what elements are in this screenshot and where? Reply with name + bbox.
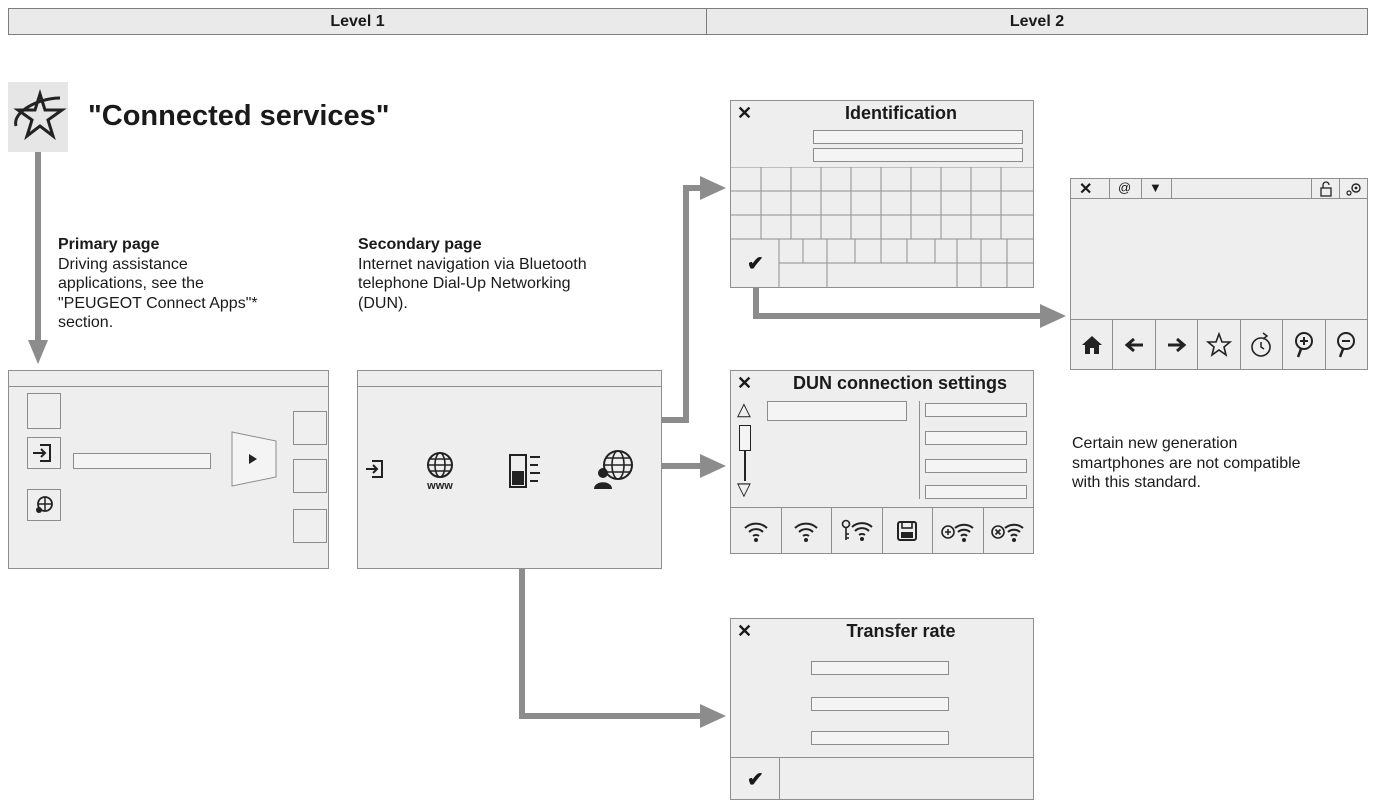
browser-toolbar-top: [1071, 179, 1367, 199]
primary-slot[interactable]: [293, 459, 327, 493]
toolbar-divider: [1171, 179, 1172, 199]
panel-top-bar: [358, 371, 661, 387]
wifi-key-icon[interactable]: [831, 508, 882, 553]
close-icon[interactable]: ✕: [1079, 181, 1093, 198]
browser-toolbar-bottom: [1071, 319, 1367, 369]
scroll-down-icon[interactable]: ▽: [737, 479, 751, 499]
dun-field[interactable]: [767, 401, 907, 421]
dun-field[interactable]: [925, 485, 1027, 499]
primary-line: section.: [58, 314, 114, 331]
identification-panel: ✕ Identification ✔: [730, 100, 1034, 288]
dun-title: DUN connection settings: [792, 373, 1007, 393]
play-icon[interactable]: [231, 431, 277, 487]
zoom-out-icon[interactable]: [1324, 320, 1367, 369]
www-globe-icon[interactable]: www: [420, 449, 460, 491]
identification-title: Identification: [845, 103, 957, 123]
transfer-footer-divider: [779, 757, 780, 799]
scroll-up-icon[interactable]: △: [737, 399, 751, 419]
primary-line: Driving assistance: [58, 255, 188, 273]
note-line: with this standard.: [1072, 474, 1201, 491]
dun-field[interactable]: [925, 431, 1027, 445]
transfer-field[interactable]: [811, 661, 949, 675]
arrowhead-identification: [700, 176, 726, 200]
wifi-icon[interactable]: [780, 508, 832, 553]
secondary-line: Internet navigation via Bluetooth: [358, 255, 587, 273]
primary-slot[interactable]: [293, 411, 327, 445]
primary-line: "PEUGEOT Connect Apps"*: [58, 294, 258, 312]
level-2-header: Level 2: [707, 8, 1368, 35]
settings-icon[interactable]: [1345, 181, 1363, 197]
note-line: Certain new generation: [1072, 435, 1238, 452]
secondary-page-panel: www: [357, 370, 662, 569]
arrow-identification-to-browser: [753, 284, 1040, 319]
exit-icon[interactable]: [362, 455, 390, 483]
globe-user-icon[interactable]: [27, 489, 61, 521]
toolbar-divider: [1141, 179, 1142, 199]
secondary-description: Secondary page Internet navigation via B…: [358, 235, 678, 313]
dropdown-icon[interactable]: ▼: [1149, 180, 1162, 195]
svg-text:www: www: [426, 480, 453, 491]
wifi-add-icon[interactable]: [932, 508, 983, 553]
primary-progress-field: [73, 453, 211, 469]
back-arrow-icon[interactable]: [1112, 320, 1154, 369]
scrollbar-line: [744, 451, 746, 481]
star-orbit-icon[interactable]: [8, 82, 68, 152]
transfer-field[interactable]: [811, 697, 949, 711]
secondary-line: telephone Dial-Up Networking: [358, 275, 571, 292]
check-icon[interactable]: ✔: [747, 253, 764, 275]
identification-field[interactable]: [813, 148, 1023, 162]
toolbar-divider: [1339, 179, 1340, 199]
save-icon[interactable]: [881, 508, 933, 553]
lock-icon[interactable]: [1319, 181, 1333, 197]
note-line: smartphones are not compatible: [1072, 454, 1301, 472]
transfer-rate-panel: ✕ Transfer rate ✔: [730, 618, 1034, 800]
dun-field[interactable]: [925, 459, 1027, 473]
close-icon[interactable]: ✕: [737, 103, 753, 123]
primary-slot[interactable]: [27, 393, 61, 429]
signal-level-icon[interactable]: [508, 451, 544, 491]
toolbar-divider: [1311, 179, 1312, 199]
check-icon[interactable]: ✔: [747, 769, 764, 791]
secondary-line: (DUN).: [358, 294, 408, 312]
browser-panel: ✕ @ ▼: [1070, 178, 1368, 370]
primary-line: applications, see the: [58, 275, 204, 292]
page-title: "Connected services": [88, 100, 390, 132]
close-icon[interactable]: ✕: [737, 621, 753, 641]
forward-arrow-icon[interactable]: [1154, 320, 1197, 369]
arrowhead-dun: [700, 454, 726, 478]
history-icon[interactable]: [1239, 320, 1282, 369]
dun-field[interactable]: [925, 403, 1027, 417]
wifi-icon[interactable]: [731, 508, 781, 553]
transfer-title: Transfer rate: [846, 621, 956, 641]
panel-top-bar: [9, 371, 328, 387]
primary-heading: Primary page: [58, 236, 160, 253]
scrollbar-track[interactable]: [739, 425, 751, 451]
primary-description: Primary page Driving assistance applicat…: [58, 235, 318, 333]
toolbar-divider: [1109, 179, 1110, 199]
exit-icon[interactable]: [27, 437, 61, 469]
history-icon[interactable]: @: [1118, 180, 1132, 195]
wifi-remove-icon[interactable]: [982, 508, 1034, 553]
arrowhead-browser: [1040, 304, 1066, 328]
close-icon[interactable]: ✕: [737, 373, 753, 393]
arrowhead-transfer: [700, 704, 726, 728]
dun-settings-panel: ✕ DUN connection settings △ ▽: [730, 370, 1034, 554]
virtual-keyboard[interactable]: [731, 166, 1033, 287]
dun-divider: [919, 401, 920, 499]
favorite-star-icon[interactable]: [1197, 320, 1239, 369]
globe-user-icon[interactable]: [590, 445, 638, 491]
identification-field[interactable]: [813, 130, 1023, 144]
transfer-field[interactable]: [811, 731, 949, 745]
arrowhead-primary: [28, 340, 48, 364]
secondary-heading: Secondary page: [358, 236, 482, 253]
zoom-in-icon[interactable]: [1282, 320, 1324, 369]
compatibility-note: Certain new generation smartphones are n…: [1072, 434, 1372, 493]
primary-page-panel: [8, 370, 329, 569]
level-1-header: Level 1: [8, 8, 707, 35]
transfer-footer: [731, 757, 1033, 799]
primary-slot[interactable]: [293, 509, 327, 543]
dun-toolbar: [731, 507, 1033, 553]
home-icon[interactable]: [1071, 320, 1112, 369]
